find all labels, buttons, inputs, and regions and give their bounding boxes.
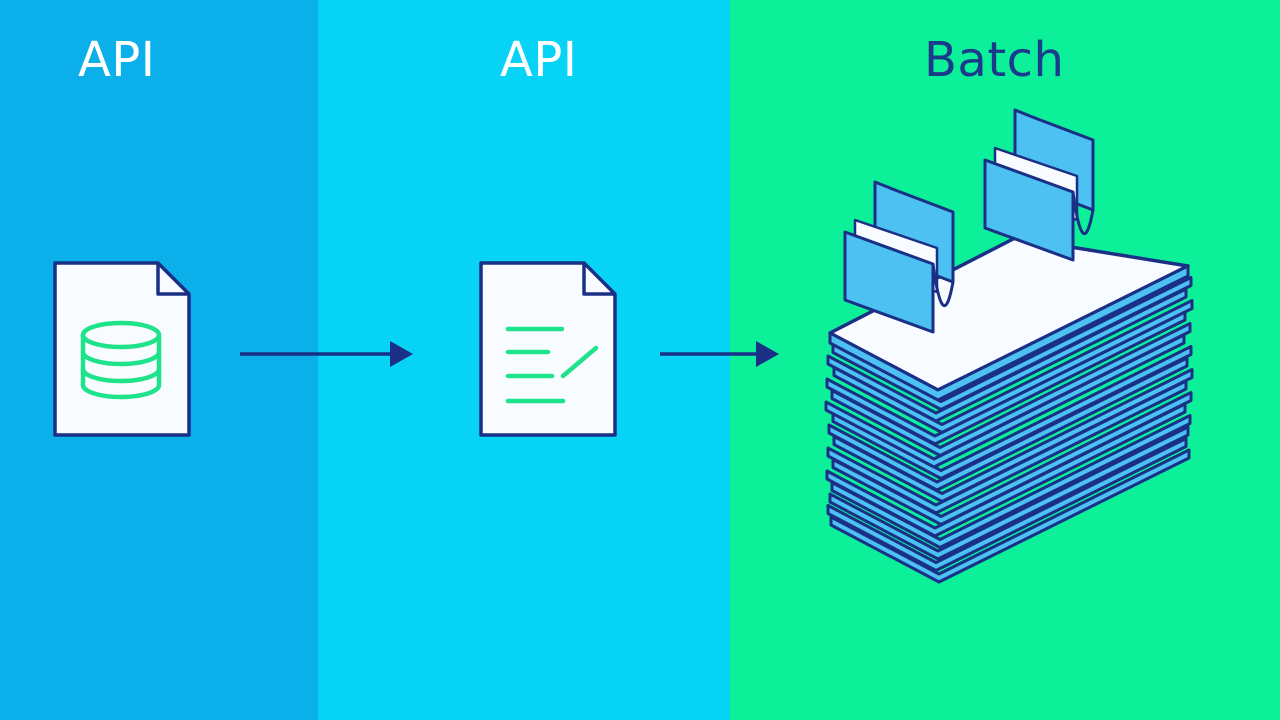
stack-sheet xyxy=(824,333,1186,469)
stacked-batch-files-icon xyxy=(824,108,1194,584)
text-document-icon xyxy=(479,261,617,437)
stack-sheet xyxy=(832,368,1194,503)
stack-sheet xyxy=(826,287,1188,423)
stack-sheet xyxy=(832,299,1194,434)
title-api-middle: API xyxy=(500,32,578,88)
database-document-icon xyxy=(53,261,191,437)
stack-sheet xyxy=(831,391,1193,526)
stack-sheet xyxy=(825,402,1187,538)
stack-sheet xyxy=(830,322,1192,457)
stack-sheet xyxy=(826,379,1188,515)
title-api-left: API xyxy=(78,32,156,88)
stack-sheet xyxy=(831,345,1193,480)
stack-sheet xyxy=(825,310,1187,446)
arrow-right-icon xyxy=(240,341,413,367)
stack-sheet xyxy=(826,437,1188,572)
title-batch: Batch xyxy=(924,32,1065,88)
stack-sheet xyxy=(830,414,1192,549)
stack-sheet xyxy=(829,448,1191,584)
arrow-right-icon xyxy=(660,341,779,367)
folder-icon xyxy=(983,108,1095,262)
stack-sheet xyxy=(828,425,1190,561)
stack-top-edge xyxy=(828,264,1190,402)
folder-icon xyxy=(843,180,955,334)
stack-sheet xyxy=(831,276,1193,411)
stack-sheet xyxy=(827,356,1189,492)
